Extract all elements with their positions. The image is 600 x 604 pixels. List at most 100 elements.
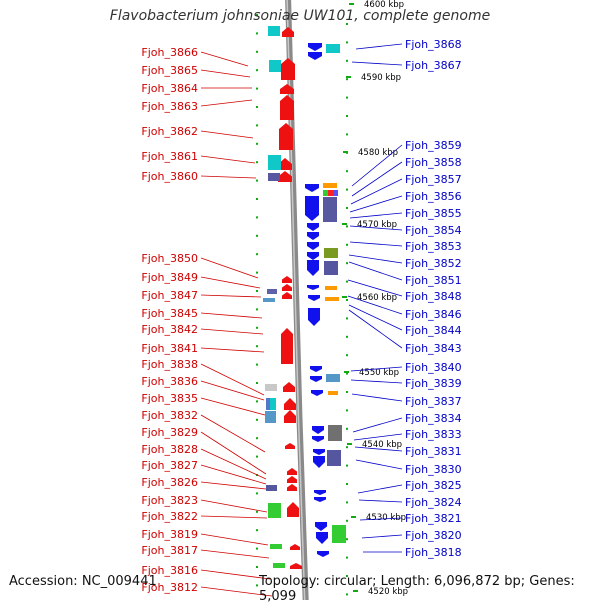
- gene-box-purple[interactable]: [323, 197, 337, 222]
- gene-label-right[interactable]: Fjoh_3824: [405, 496, 462, 509]
- reverse-gene-arrow[interactable]: [307, 232, 319, 240]
- reverse-gene-arrow[interactable]: [316, 532, 328, 544]
- reverse-gene-arrow[interactable]: [314, 497, 326, 502]
- forward-gene-arrow[interactable]: [282, 292, 292, 299]
- reverse-gene-arrow[interactable]: [308, 295, 320, 301]
- gene-label-left[interactable]: Fjoh_3823: [141, 494, 198, 507]
- reverse-gene-arrow[interactable]: [315, 522, 327, 531]
- gene-label-right[interactable]: Fjoh_3825: [405, 479, 462, 492]
- gene-label-right[interactable]: Fjoh_3840: [405, 361, 462, 374]
- gene-label-left[interactable]: Fjoh_3842: [141, 323, 198, 336]
- reverse-gene-arrow[interactable]: [307, 285, 319, 290]
- reverse-gene-arrow[interactable]: [308, 43, 322, 51]
- gene-label-left[interactable]: Fjoh_3863: [141, 100, 198, 113]
- gene-label-left[interactable]: Fjoh_3836: [141, 375, 198, 388]
- reverse-gene-arrow[interactable]: [307, 223, 319, 231]
- gene-label-left[interactable]: Fjoh_3850: [141, 252, 198, 265]
- forward-gene-arrow[interactable]: [284, 410, 296, 423]
- gene-label-right[interactable]: Fjoh_3853: [405, 240, 462, 253]
- forward-gene-arrow[interactable]: [282, 27, 294, 37]
- gene-box-purple[interactable]: [327, 450, 341, 466]
- gene-label-right[interactable]: Fjoh_3844: [405, 324, 462, 337]
- gene-label-right[interactable]: Fjoh_3834: [405, 412, 462, 425]
- reverse-gene-arrow[interactable]: [310, 376, 322, 382]
- gene-label-right[interactable]: Fjoh_3854: [405, 224, 462, 237]
- reverse-gene-arrow[interactable]: [311, 390, 323, 396]
- reverse-gene-arrow[interactable]: [310, 366, 322, 372]
- gene-label-left[interactable]: Fjoh_3829: [141, 426, 198, 439]
- gene-label-right[interactable]: Fjoh_3848: [405, 290, 462, 303]
- gene-label-left[interactable]: Fjoh_3828: [141, 443, 198, 456]
- gene-box-olive[interactable]: [324, 248, 338, 258]
- gene-label-right[interactable]: Fjoh_3857: [405, 173, 462, 186]
- forward-gene-arrow[interactable]: [282, 284, 292, 291]
- gene-label-left[interactable]: Fjoh_3835: [141, 392, 198, 405]
- gene-box-green[interactable]: [332, 525, 346, 543]
- reverse-gene-arrow[interactable]: [307, 242, 319, 250]
- reverse-gene-arrow[interactable]: [307, 252, 319, 260]
- gene-box-orange[interactable]: [325, 286, 337, 290]
- reverse-gene-arrow[interactable]: [317, 551, 329, 557]
- gene-label-right[interactable]: Fjoh_3820: [405, 529, 462, 542]
- gene-box-cyan[interactable]: [268, 26, 280, 36]
- gene-box-cyan[interactable]: [270, 398, 276, 410]
- reverse-gene-arrow[interactable]: [313, 456, 325, 468]
- gene-label-left[interactable]: Fjoh_3860: [141, 170, 198, 183]
- gene-label-right[interactable]: Fjoh_3855: [405, 207, 462, 220]
- reverse-gene-arrow[interactable]: [312, 436, 324, 442]
- gene-label-right[interactable]: Fjoh_3867: [405, 59, 462, 72]
- gene-label-right[interactable]: Fjoh_3818: [405, 546, 462, 559]
- gene-label-left[interactable]: Fjoh_3822: [141, 510, 198, 523]
- gene-box-green[interactable]: [323, 190, 328, 196]
- gene-box-cyan[interactable]: [268, 155, 281, 170]
- gene-box-purple[interactable]: [268, 173, 280, 181]
- gene-label-left[interactable]: Fjoh_3832: [141, 409, 198, 422]
- gene-label-right[interactable]: Fjoh_3831: [405, 445, 462, 458]
- forward-gene-arrow[interactable]: [287, 502, 299, 517]
- forward-gene-arrow[interactable]: [280, 95, 294, 120]
- gene-box-gray[interactable]: [265, 384, 277, 391]
- reverse-gene-arrow[interactable]: [312, 426, 324, 434]
- gene-label-left[interactable]: Fjoh_3845: [141, 307, 198, 320]
- gene-box-purple[interactable]: [267, 289, 277, 294]
- gene-label-left[interactable]: Fjoh_3849: [141, 271, 198, 284]
- reverse-gene-arrow[interactable]: [314, 490, 326, 495]
- forward-gene-arrow[interactable]: [285, 443, 295, 449]
- gene-label-left[interactable]: Fjoh_3819: [141, 528, 198, 541]
- gene-label-left[interactable]: Fjoh_3861: [141, 150, 198, 163]
- gene-box-orange[interactable]: [325, 297, 339, 301]
- reverse-gene-arrow[interactable]: [305, 184, 319, 192]
- gene-box-cyan[interactable]: [326, 44, 340, 53]
- gene-label-left[interactable]: Fjoh_3862: [141, 125, 198, 138]
- gene-label-left[interactable]: Fjoh_3864: [141, 82, 198, 95]
- gene-label-right[interactable]: Fjoh_3833: [405, 428, 462, 441]
- gene-label-right[interactable]: Fjoh_3868: [405, 38, 462, 51]
- gene-label-right[interactable]: Fjoh_3839: [405, 377, 462, 390]
- gene-box-orange[interactable]: [328, 391, 338, 395]
- gene-box-steel[interactable]: [263, 298, 275, 302]
- gene-label-right[interactable]: Fjoh_3858: [405, 156, 462, 169]
- gene-box-green[interactable]: [268, 503, 281, 518]
- forward-gene-arrow[interactable]: [284, 398, 296, 410]
- gene-label-right[interactable]: Fjoh_3837: [405, 395, 462, 408]
- gene-box-steel[interactable]: [326, 374, 340, 382]
- forward-gene-arrow[interactable]: [281, 58, 295, 80]
- gene-box-green[interactable]: [273, 563, 285, 568]
- gene-box-steel[interactable]: [265, 411, 276, 423]
- gene-box-red[interactable]: [328, 190, 333, 196]
- forward-gene-arrow[interactable]: [290, 544, 300, 550]
- gene-label-right[interactable]: Fjoh_3830: [405, 463, 462, 476]
- forward-gene-arrow[interactable]: [278, 158, 292, 170]
- reverse-gene-arrow[interactable]: [305, 196, 319, 221]
- reverse-gene-arrow[interactable]: [308, 52, 322, 60]
- gene-label-right[interactable]: Fjoh_3859: [405, 139, 462, 152]
- gene-box-orange[interactable]: [323, 183, 337, 188]
- gene-label-left[interactable]: Fjoh_3817: [141, 544, 198, 557]
- gene-box-cyan[interactable]: [269, 60, 281, 72]
- gene-label-right[interactable]: Fjoh_3821: [405, 512, 462, 525]
- reverse-gene-arrow[interactable]: [308, 308, 320, 326]
- forward-gene-arrow[interactable]: [287, 468, 297, 475]
- forward-gene-arrow[interactable]: [281, 328, 293, 364]
- gene-box-purple[interactable]: [266, 485, 277, 491]
- gene-label-left[interactable]: Fjoh_3841: [141, 342, 198, 355]
